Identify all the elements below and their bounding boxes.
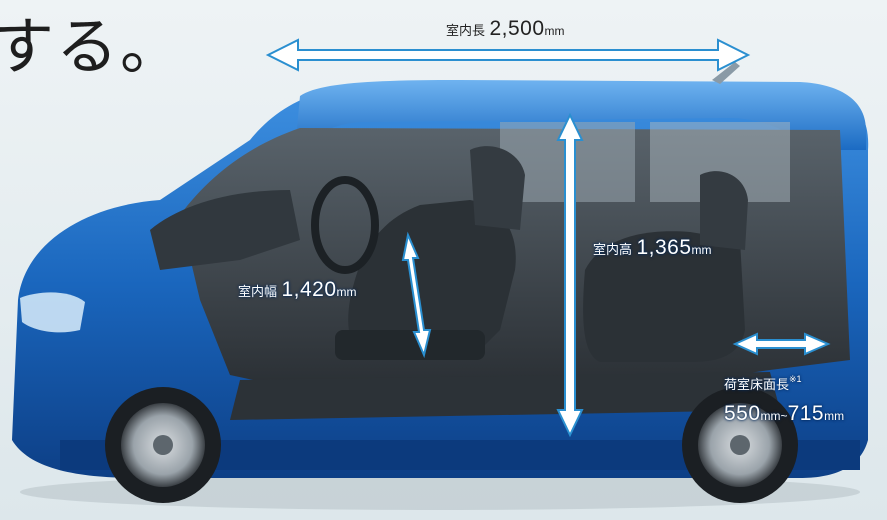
cargo-unit-max: mm	[824, 409, 845, 423]
length-arrow	[265, 38, 751, 72]
length-unit: mm	[544, 24, 565, 38]
height-unit: mm	[691, 243, 712, 257]
cargo-value-min: 550	[724, 402, 761, 425]
height-label: 室内高 1,365mm	[593, 237, 712, 258]
width-value: 1,420	[281, 278, 337, 301]
width-label: 室内幅 1,420mm	[238, 279, 357, 300]
cargo-unit-min: mm	[760, 409, 781, 423]
cargo-value-max: 715	[787, 402, 825, 425]
heading-text: する。	[0, 10, 185, 83]
cargo-note: ※1	[789, 374, 802, 384]
height-value: 1,365	[636, 236, 692, 259]
length-value: 2,500	[489, 17, 545, 40]
cargo-range: 550mm~715mm	[724, 403, 844, 424]
cargo-separator: ~	[780, 409, 788, 423]
width-arrow	[401, 231, 432, 359]
width-label-text: 室内幅	[238, 284, 278, 299]
cargo-arrow	[732, 332, 831, 356]
cargo-label-text: 荷室床面長	[724, 377, 790, 392]
width-unit: mm	[336, 285, 357, 299]
length-label-text: 室内長	[446, 23, 486, 38]
height-label-text: 室内高	[593, 242, 633, 257]
cargo-label: 荷室床面長※1	[724, 374, 802, 393]
height-arrow	[556, 112, 584, 438]
length-label: 室内長 2,500mm	[446, 18, 565, 39]
